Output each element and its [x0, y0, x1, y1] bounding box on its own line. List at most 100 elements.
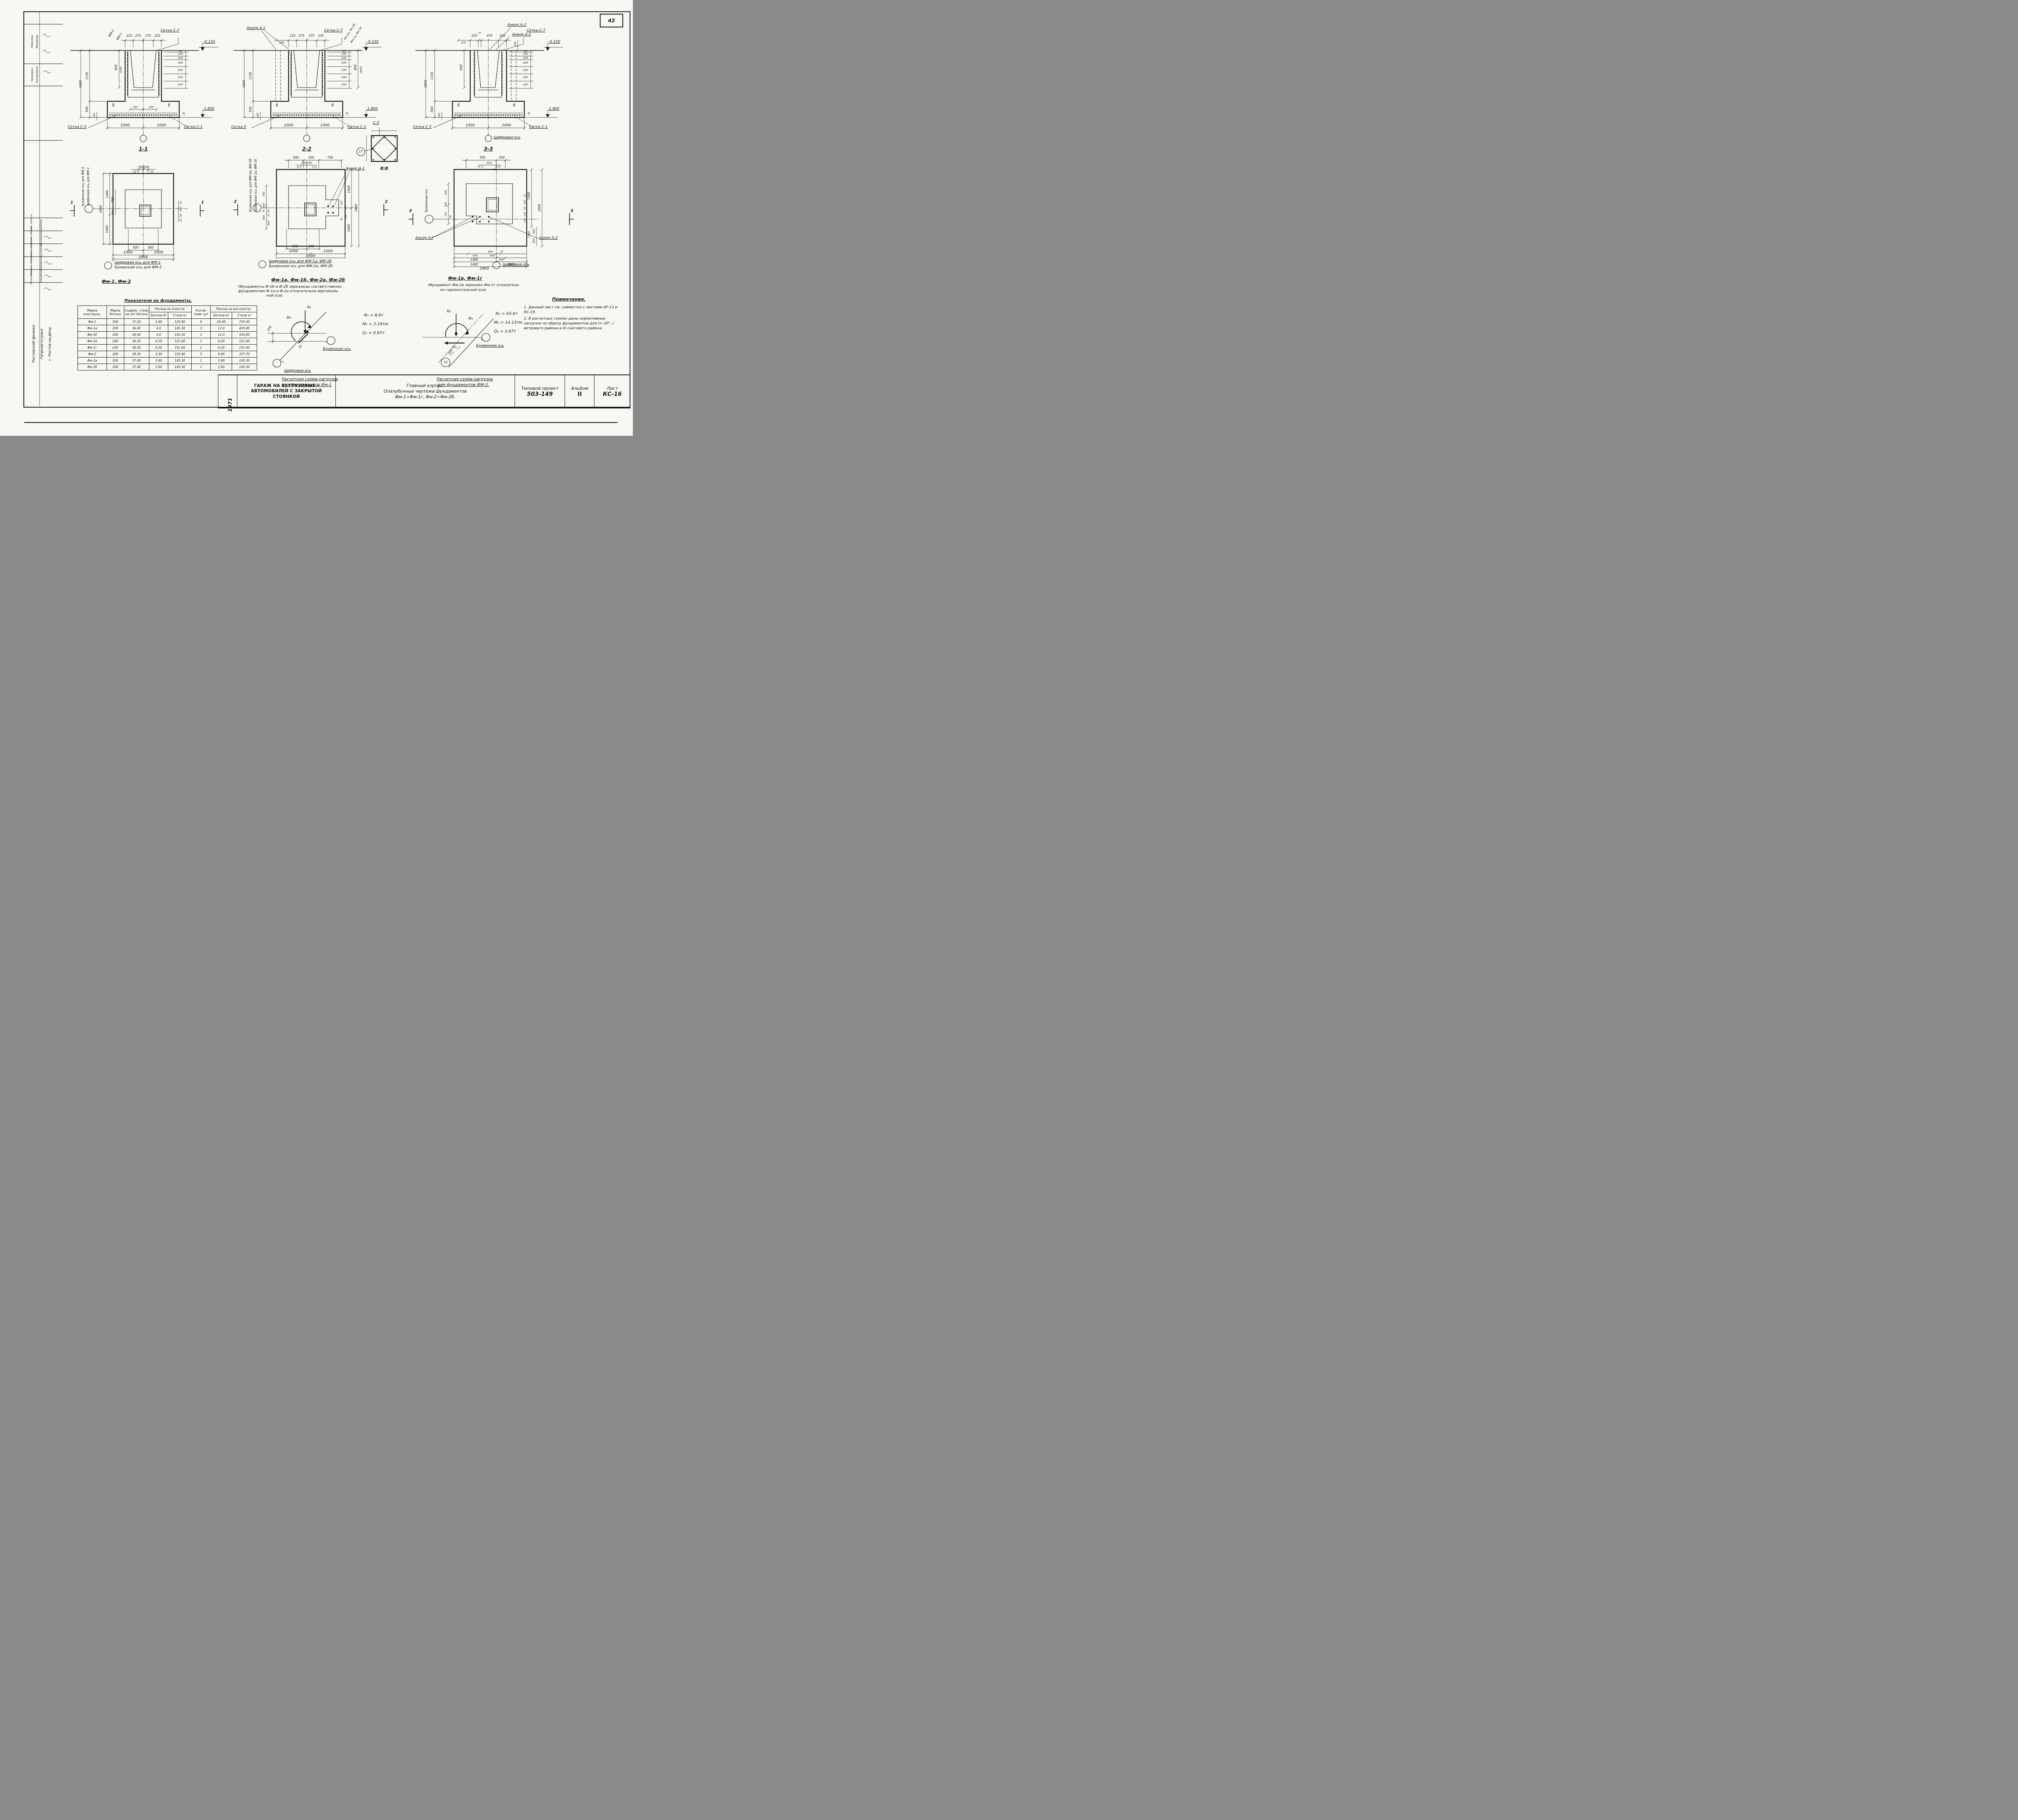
dim: 200 — [523, 83, 528, 86]
axis-caption: Буквенная ось для ФМ-2а, ФМ-2б. — [269, 264, 334, 268]
col-header: Кол-во элем. шт — [191, 305, 211, 319]
moment-label: M₂ — [468, 316, 473, 321]
table-row: Фм-2б 200 37.40 3.90 145.30 1 3.90 145.3… — [77, 364, 257, 370]
page-number: 42 — [608, 17, 615, 23]
cell-concrete-one: 4.0 — [149, 325, 169, 332]
dim: 200 — [341, 75, 347, 79]
dim: 225 — [523, 218, 526, 223]
dim: 200 — [341, 83, 347, 86]
cell-qty: 6 — [191, 318, 211, 325]
dim: 500 — [308, 155, 314, 159]
dim: 250 — [149, 105, 154, 109]
sheet-number: КС-16 — [603, 391, 622, 397]
project-label: Типовой проект — [521, 385, 559, 391]
stamp-name: Куперман — [39, 243, 43, 257]
cell-grade: 200 — [106, 331, 124, 338]
cell-steel-all: 435.90 — [231, 331, 257, 338]
dim: 30 — [179, 213, 182, 218]
elevation: -0.150 — [548, 40, 561, 44]
dim: 225 — [126, 33, 132, 38]
cell-steel-one: 125.90 — [168, 351, 192, 358]
load-value: M₂ = 14.13тм — [494, 320, 522, 325]
dim: 300 — [498, 155, 505, 159]
dim: 225 — [471, 33, 477, 38]
dim: 100 — [523, 52, 528, 56]
moment-label: M₁ — [287, 316, 291, 320]
plan-note: (Фундамент Фм-1в зеркален Фм-1г относите… — [428, 283, 520, 287]
stamp-role: Проектировал — [30, 268, 33, 285]
anchor-label: Анкер А-2 — [507, 23, 526, 27]
cell-concrete-all: 12.0 — [210, 325, 232, 332]
dim: 25 — [314, 166, 317, 169]
table-row: Фм-1б 200 36.40 4.0 145.30 3 12.0 435.90 — [77, 331, 257, 338]
cell-grade: 200 — [106, 318, 124, 325]
page-number-box: 42 — [600, 14, 623, 27]
cell-mark: Фм-2 — [77, 351, 107, 358]
cell-concrete-all: 3.90 — [210, 357, 232, 364]
axis-label: Цифровая ось — [494, 136, 521, 140]
dim: 1000 — [465, 123, 475, 128]
dim: 50 — [493, 168, 496, 171]
load-value: N₁ = 8.6т — [364, 313, 383, 318]
dim: 1400 — [470, 257, 478, 261]
dim: 100 — [92, 113, 96, 118]
dim: 200 — [341, 61, 347, 65]
dim: 300 — [111, 209, 115, 215]
dim: 250 — [301, 161, 307, 165]
dim: 300 — [344, 214, 347, 219]
cell-concrete-all: 12.0 — [210, 331, 232, 338]
dim: 2000 — [537, 204, 541, 212]
axis-label: Буквенная ось — [476, 344, 504, 348]
section-mark: 1 — [201, 200, 204, 205]
dim: 500 — [430, 106, 434, 113]
dim: 25 — [345, 111, 349, 115]
dim: 275 — [298, 33, 305, 38]
dim: 50 — [500, 250, 503, 253]
dim: 300 — [498, 258, 504, 261]
dim: 800 — [114, 64, 118, 71]
dim: 800 — [353, 64, 357, 71]
dim: 400 — [488, 250, 493, 253]
plan-2-drawing — [233, 159, 388, 259]
cell-steel-all: 145.30 — [231, 357, 257, 364]
axis-caption: Буквенная ось для ФМ-2 — [115, 266, 162, 270]
dim: 100 — [444, 212, 447, 217]
indicators-table: Марка конструкц. Марка бетона Содерж. ст… — [77, 305, 257, 382]
shear-label: Q₂ — [452, 345, 457, 349]
detail-letter: а — [168, 103, 170, 107]
anchor-label: Анкер А-1 — [346, 167, 365, 171]
load-scheme-fm1: N₁ M₁ Q 200 Буквенная ось Цифровая ось N… — [262, 302, 415, 389]
load-value: Q₁ = 0.97т — [362, 331, 385, 335]
plan-title: Фм-1а, Фм-1б, Фм-2а, Фм-2б — [271, 277, 345, 282]
axis-label: Буквенная ось — [323, 347, 351, 351]
plan-note: (Фундаменты Ф-1б и Ф-2б зеркальны соотве… — [238, 285, 342, 289]
dim: 1000 — [507, 262, 515, 266]
cell-qty: 1 — [191, 338, 211, 345]
col-subheader: Стали кг — [231, 312, 257, 319]
dim: 250 — [132, 105, 138, 109]
axis-label: Цифровая ось для ФМ-1а, ФМ-1б — [253, 159, 257, 211]
dim: 25 — [523, 194, 526, 197]
note-item: 2. В расчетных схемах даны нормативные н… — [524, 317, 614, 331]
dim: 200 — [523, 75, 528, 79]
dim: 100 — [178, 56, 183, 60]
dim: 300 — [344, 205, 347, 210]
detail-drawing — [356, 127, 398, 162]
cell-concrete-all: 4.20 — [210, 338, 232, 345]
dim: 300 — [444, 202, 448, 207]
dim: 200 — [178, 75, 183, 79]
dim: 300 — [267, 220, 270, 226]
axis-label: Цифровая ось — [502, 263, 530, 267]
dim: 475 — [486, 33, 493, 38]
cell-concrete-one: 3.90 — [149, 357, 169, 364]
dim: 1000 — [154, 250, 163, 255]
dim: 1400 — [470, 262, 478, 266]
section-mark: 2 — [234, 199, 237, 204]
dim: 1000 — [320, 123, 330, 128]
section-title: 2-2 — [302, 146, 312, 152]
table-body: Фм-1 200 37.20 3.40 125.90 6 20.40 755.4… — [77, 318, 257, 370]
dim: 300 — [444, 190, 448, 195]
cell-steel-content: 36.20 — [124, 344, 149, 351]
axis-circle — [104, 261, 112, 270]
dim: 1000 — [120, 123, 130, 128]
